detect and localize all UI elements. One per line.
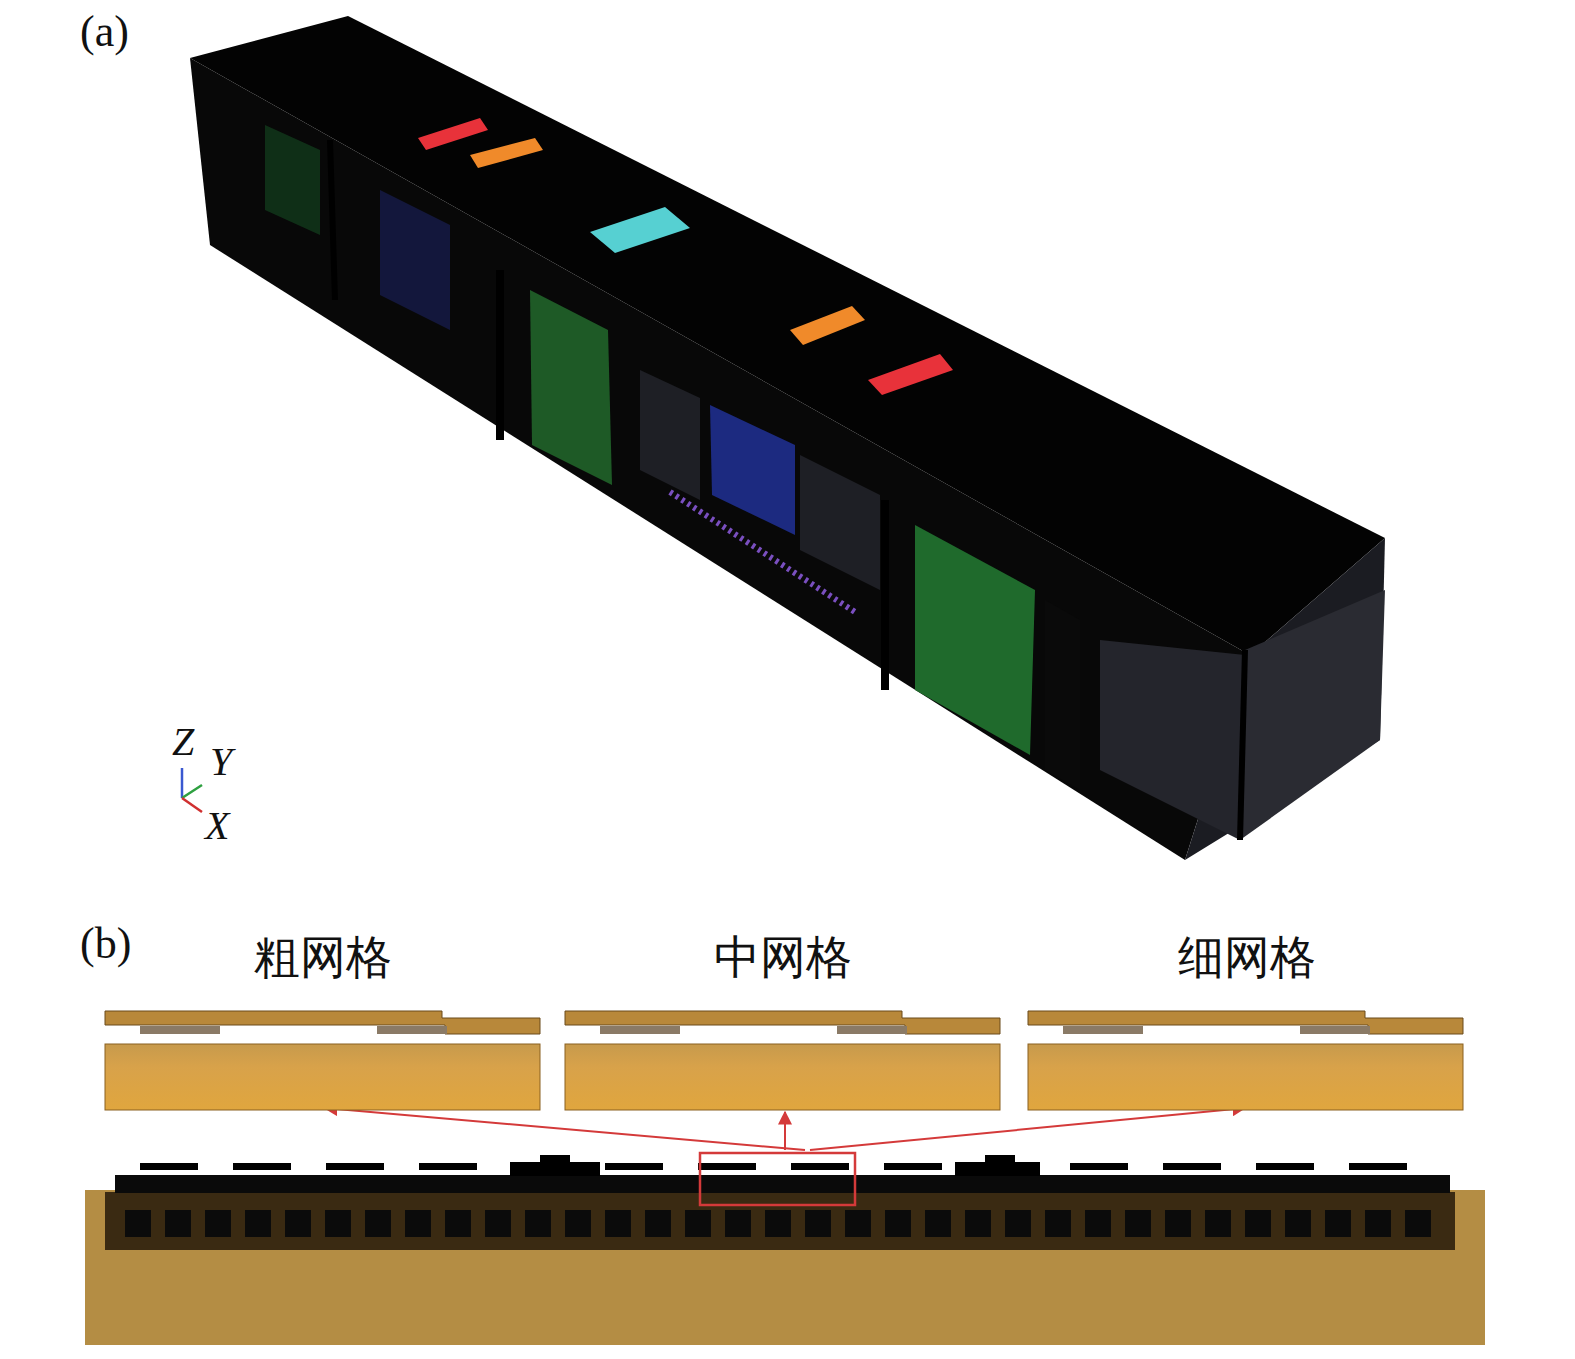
mesh-panel (565, 1011, 1000, 1110)
cell (405, 1210, 431, 1237)
mesh-panel (1028, 1011, 1463, 1110)
dash (884, 1163, 942, 1170)
dash (233, 1163, 291, 1170)
cell (1005, 1210, 1031, 1237)
cell (765, 1210, 791, 1237)
train-mesh (190, 16, 1385, 860)
cell (565, 1210, 591, 1237)
mesh-panel-box: 中网格 (565, 930, 1000, 1115)
cell (1205, 1210, 1231, 1237)
dash (791, 1163, 849, 1170)
dash (140, 1163, 198, 1170)
panel-title: 细网格 (1028, 930, 1465, 985)
panel-title: 粗网格 (105, 930, 540, 985)
mesh-panel-box: 细网格 (1028, 930, 1465, 1115)
cell (1165, 1210, 1191, 1237)
cell (1045, 1210, 1071, 1237)
dash (605, 1163, 663, 1170)
cell (1405, 1210, 1431, 1237)
axis-label: Y (210, 742, 232, 782)
mesh-panel-box: 粗网格 (105, 930, 540, 1115)
cell (725, 1210, 751, 1237)
cell (925, 1210, 951, 1237)
cell (645, 1210, 671, 1237)
axis-label: X (205, 806, 229, 846)
panel-letter: (a) (80, 10, 129, 54)
cell (245, 1210, 271, 1237)
mesh-panel (105, 1011, 540, 1110)
dash (419, 1163, 477, 1170)
cell (445, 1210, 471, 1237)
mesh-panels (105, 1011, 1463, 1110)
cell (965, 1210, 991, 1237)
dash (1349, 1163, 1407, 1170)
cell (1245, 1210, 1271, 1237)
cell (525, 1210, 551, 1237)
dash (1070, 1163, 1128, 1170)
cell (685, 1210, 711, 1237)
cell (605, 1210, 631, 1237)
cell (365, 1210, 391, 1237)
panel-letter: (b) (80, 922, 131, 966)
cell (845, 1210, 871, 1237)
cross-section (85, 1108, 1485, 1345)
cell (205, 1210, 231, 1237)
cell (165, 1210, 191, 1237)
cell (1085, 1210, 1111, 1237)
cell (1285, 1210, 1311, 1237)
axis-label: Z (172, 722, 194, 762)
axis-triad (182, 768, 202, 812)
panel-title: 中网格 (565, 930, 1000, 985)
dash (1163, 1163, 1221, 1170)
cell (325, 1210, 351, 1237)
dash (326, 1163, 384, 1170)
cell (1125, 1210, 1151, 1237)
cell (285, 1210, 311, 1237)
cell (885, 1210, 911, 1237)
dash (698, 1163, 756, 1170)
dash (1256, 1163, 1314, 1170)
cell (485, 1210, 511, 1237)
cell (1325, 1210, 1351, 1237)
cell (805, 1210, 831, 1237)
cell (1365, 1210, 1391, 1237)
cell (125, 1210, 151, 1237)
